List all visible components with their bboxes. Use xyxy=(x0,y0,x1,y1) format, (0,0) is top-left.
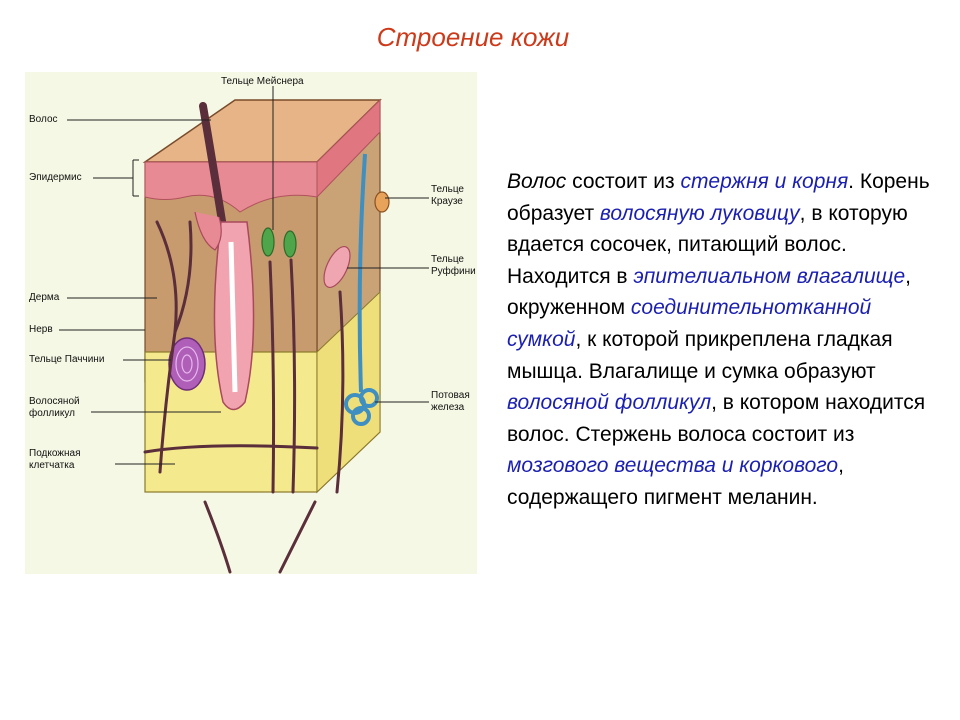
text-segment: , содержащего пигмент меланин. xyxy=(507,454,844,509)
hair-root xyxy=(228,241,238,393)
sweat-duct xyxy=(357,153,367,393)
sebaceous-gland xyxy=(194,211,222,251)
label-sweat-1: Потовая xyxy=(431,390,470,401)
epidermis-band-right xyxy=(316,98,381,199)
meissner-corpuscle xyxy=(261,227,275,257)
label-subcutis-1: Подкожная xyxy=(29,448,81,459)
term-medulla-cortex: мозгового вещества и коркового xyxy=(507,454,839,478)
krause-corpuscle xyxy=(374,191,390,213)
skin-structure-diagram: Волос Эпидермис Дерма Нерв Тельце Паччин… xyxy=(25,72,477,574)
label-pacini: Тельце Паччини xyxy=(29,354,105,365)
text-segment: состоит из xyxy=(566,170,681,193)
label-krause-2: Краузе xyxy=(431,196,463,207)
term-shaft-root: стержня и корня xyxy=(680,170,849,193)
term-epithelial-sheath: эпителиальном влагалище xyxy=(633,264,906,288)
label-dermis: Дерма xyxy=(29,292,60,303)
term-connective-capsule: соединительнотканной сумкой xyxy=(507,296,872,351)
label-sweat-2: железа xyxy=(431,402,465,413)
subcutis-layer xyxy=(144,351,318,493)
ruffini-corpuscle xyxy=(323,246,351,288)
text-segment: , в которую вдается сосочек, питающий во… xyxy=(507,201,908,288)
term-hair-follicle: волосяной фолликул xyxy=(507,391,712,415)
label-follicle-2: фолликул xyxy=(29,408,75,419)
label-ruffini-1: Тельце xyxy=(431,254,464,265)
sweat-gland-coil xyxy=(344,388,379,426)
label-hair: Волос xyxy=(29,114,58,125)
text-segment: , к которой прикреплена гладкая мышца. В… xyxy=(507,327,893,383)
epidermis-band xyxy=(144,161,318,213)
description-paragraph: Волос состоит из стержня и корня. Корень… xyxy=(507,166,947,514)
term-hair-bulb: волосяную луковицу xyxy=(599,201,800,225)
label-krause-1: Тельце xyxy=(431,184,464,195)
skin-block-drawing xyxy=(59,86,429,574)
term-hair: Волос xyxy=(507,170,567,193)
text-segment: . Корень образует xyxy=(507,170,930,225)
label-nerve: Нерв xyxy=(29,324,53,335)
label-follicle-1: Волосяной xyxy=(29,396,80,407)
label-ruffini-2: Руффини xyxy=(431,266,476,277)
slide-title: Строение кожи xyxy=(376,22,570,52)
label-epidermis: Эпидермис xyxy=(29,172,82,183)
label-meissner: Тельце Мейснера xyxy=(221,76,304,87)
text-segment: , окруженном xyxy=(507,264,912,320)
pacini-corpuscle xyxy=(168,337,206,391)
nerves xyxy=(143,220,345,574)
leader-lines xyxy=(59,86,429,465)
label-subcutis-2: клетчатка xyxy=(29,460,75,471)
text-segment: , в котором находится волос. Стержень во… xyxy=(507,391,926,446)
